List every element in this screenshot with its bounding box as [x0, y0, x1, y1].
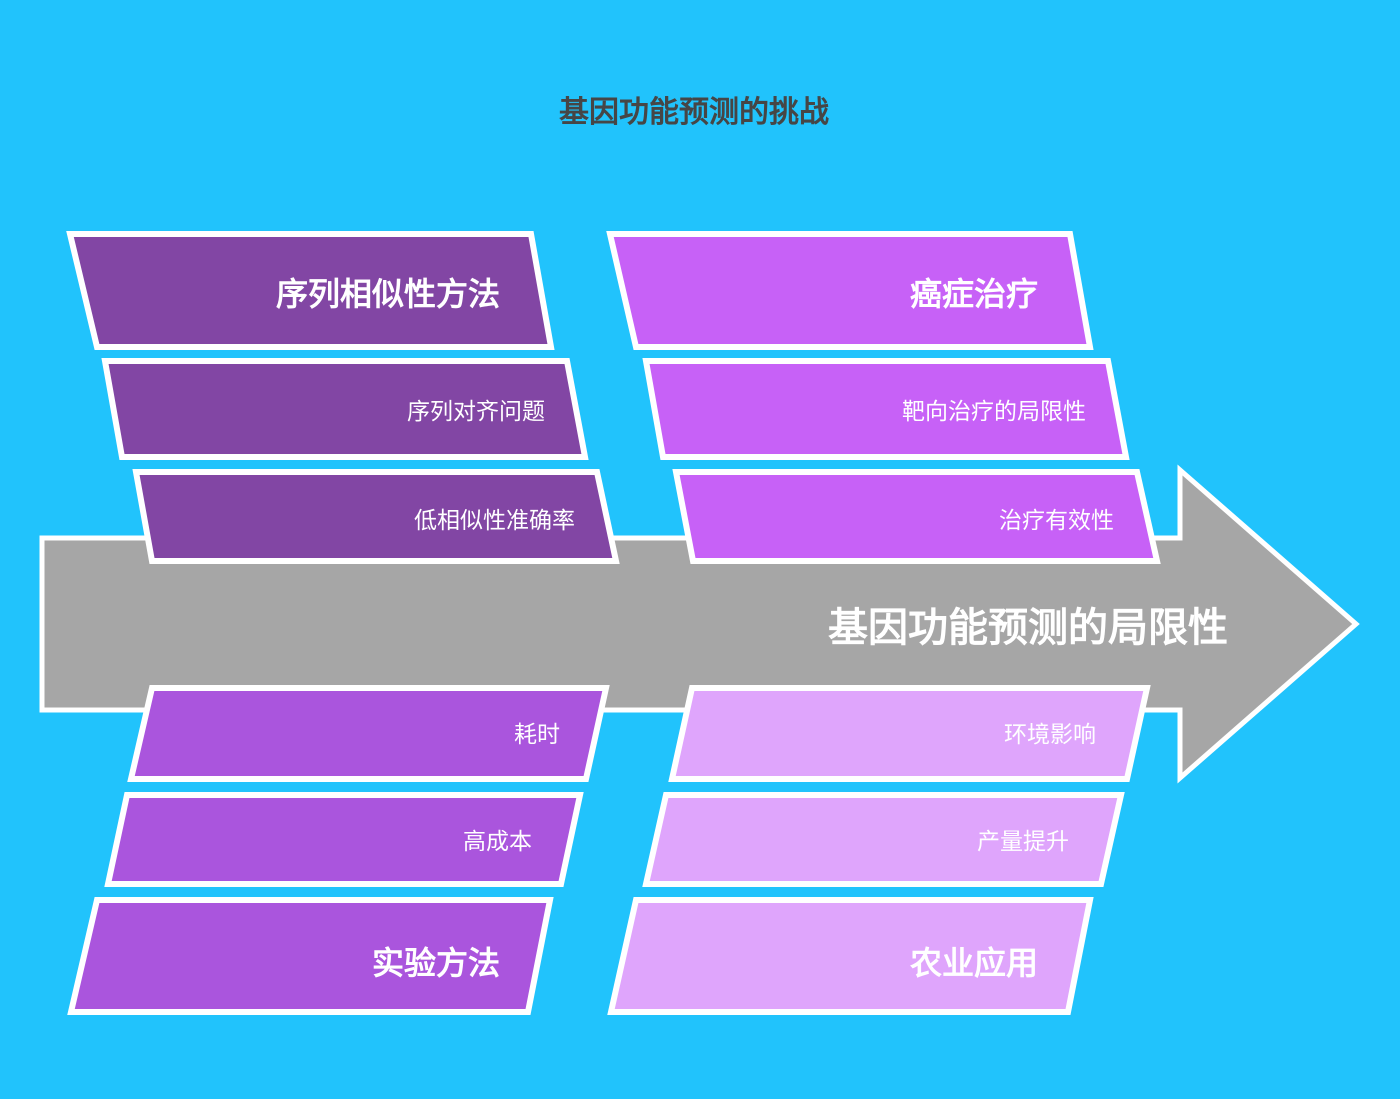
category-item-label-sequence-similarity-methods-1: 序列对齐问题 — [407, 398, 545, 424]
category-item-shape-cancer-treatment-2[interactable] — [672, 469, 1161, 564]
category-header-shape-sequence-similarity-methods-0[interactable] — [66, 231, 555, 350]
category-item-label-cancer-treatment-1: 靶向治疗的局限性 — [902, 398, 1086, 424]
page-title: 基因功能预测的挑战 — [559, 96, 829, 129]
category-item-shape-experimental-methods-0[interactable] — [127, 685, 610, 782]
category-header-label-cancer-treatment-0: 癌症治疗 — [910, 276, 1038, 312]
category-item-shape-agriculture-application-0[interactable] — [668, 685, 1151, 782]
category-header-shape-experimental-methods-2[interactable] — [67, 897, 554, 1015]
category-item-label-cancer-treatment-2: 治疗有效性 — [999, 507, 1114, 533]
category-item-shape-agriculture-application-1[interactable] — [642, 792, 1125, 887]
category-header-label-experimental-methods-2: 实验方法 — [372, 945, 500, 981]
category-item-shape-cancer-treatment-1[interactable] — [642, 358, 1130, 460]
category-header-shape-agriculture-application-2[interactable] — [607, 897, 1094, 1015]
category-header-shape-cancer-treatment-0[interactable] — [606, 231, 1094, 350]
spine-arrow-label: 基因功能预测的局限性 — [828, 606, 1228, 650]
category-item-shape-sequence-similarity-methods-2[interactable] — [132, 469, 620, 564]
category-item-shape-experimental-methods-1[interactable] — [104, 792, 584, 887]
category-item-label-experimental-methods-1: 高成本 — [463, 828, 532, 854]
category-item-label-agriculture-application-1: 产量提升 — [977, 828, 1069, 854]
category-header-label-sequence-similarity-methods-0: 序列相似性方法 — [276, 276, 500, 312]
category-header-label-agriculture-application-2: 农业应用 — [910, 945, 1038, 981]
category-item-label-sequence-similarity-methods-2: 低相似性准确率 — [414, 507, 575, 533]
category-item-label-agriculture-application-0: 环境影响 — [1004, 721, 1096, 747]
category-item-label-experimental-methods-0: 耗时 — [514, 721, 560, 747]
category-item-shape-sequence-similarity-methods-1[interactable] — [101, 358, 589, 460]
